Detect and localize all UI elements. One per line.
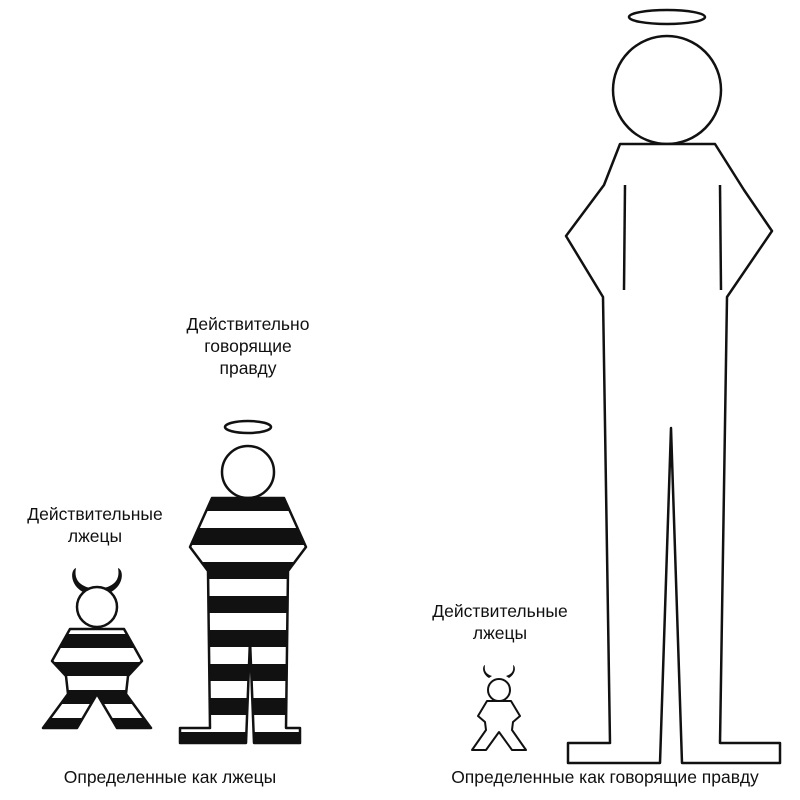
truth-striped-body bbox=[180, 498, 306, 743]
liar-label-right-line-1: Действительные bbox=[400, 600, 600, 622]
small-liar-figure bbox=[472, 665, 526, 750]
caption-left: Определенные как лжецы bbox=[10, 766, 330, 788]
caption-right-text: Определенные как говорящие правду bbox=[410, 766, 800, 788]
striped-liar-figure bbox=[43, 568, 151, 728]
giant-arm-line-left bbox=[624, 185, 625, 290]
liar-striped-body bbox=[43, 629, 151, 728]
liars-label-right: Действительные лжецы bbox=[400, 600, 600, 644]
caption-left-text: Определенные как лжецы bbox=[10, 766, 330, 788]
truth-label-line-1: Действительно bbox=[168, 313, 328, 335]
truth-tellers-label: Действительно говорящие правду bbox=[168, 313, 328, 379]
liar-head bbox=[77, 587, 117, 627]
caption-right: Определенные как говорящие правду bbox=[410, 766, 800, 788]
small-liar-body bbox=[472, 701, 526, 750]
liar-label-right-line-2: лжецы bbox=[400, 622, 600, 644]
liar-label-left-line-2: лжецы bbox=[0, 525, 190, 547]
devil-horn-right bbox=[506, 665, 515, 678]
small-liar-head bbox=[488, 679, 510, 701]
liars-label-left: Действительные лжецы bbox=[0, 503, 190, 547]
liar-label-left-line-1: Действительные bbox=[0, 503, 190, 525]
halo-icon bbox=[629, 10, 705, 24]
giant-arm-line-right bbox=[720, 185, 721, 290]
truth-label-line-2: говорящие bbox=[168, 335, 328, 357]
truth-label-line-3: правду bbox=[168, 357, 328, 379]
striped-truth-figure bbox=[180, 421, 306, 743]
truth-head bbox=[222, 446, 274, 498]
devil-horn-left bbox=[483, 665, 492, 678]
halo-icon bbox=[225, 421, 271, 433]
giant-truth-body bbox=[566, 144, 780, 763]
giant-truth-figure bbox=[566, 10, 780, 763]
giant-truth-head bbox=[613, 36, 721, 144]
